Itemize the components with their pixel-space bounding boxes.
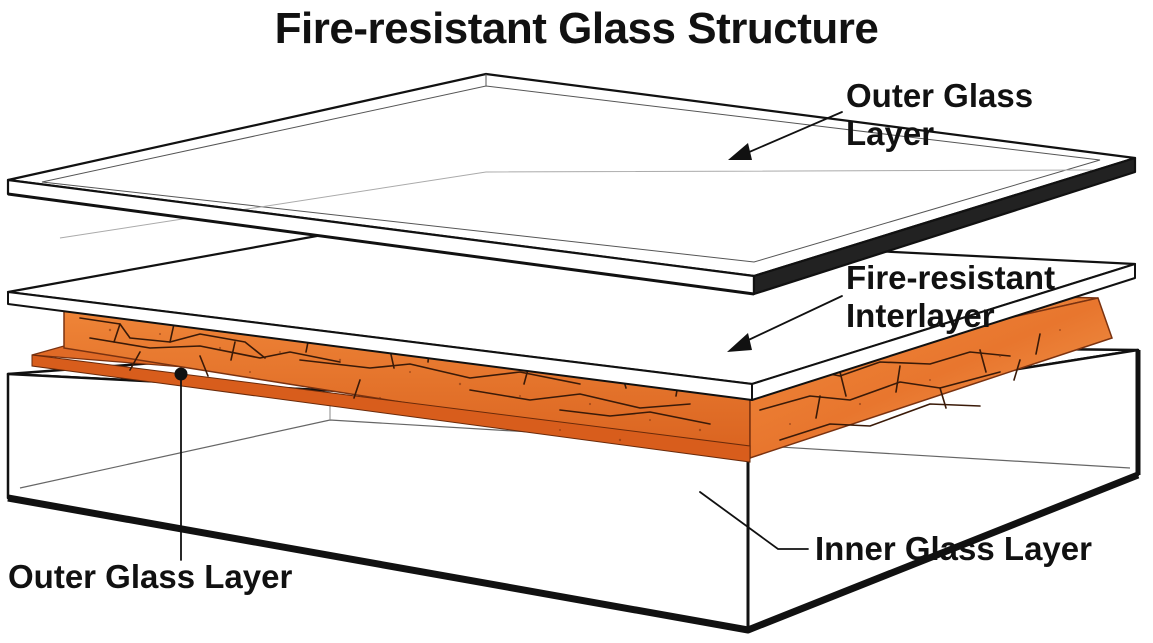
- top-glass-base-line: [7, 192, 755, 296]
- label-interlayer-line1: Fire-resistant: [846, 259, 1056, 296]
- interlayer-speckles: [108, 328, 1061, 442]
- top-glass-right-edge: [752, 156, 1137, 296]
- dot-outer-glass-bottom: [174, 367, 188, 381]
- interlayer-bottom-lip: [31, 354, 751, 463]
- top-glass-inner-bevel: [41, 85, 1101, 263]
- middle-glass-right-edge: [751, 263, 1136, 401]
- leader-interlayer: [739, 295, 843, 345]
- top-glass-sheet: [6, 72, 1137, 296]
- label-outer-glass-bottom: Outer Glass Layer: [8, 558, 293, 595]
- label-outer-glass-top-line1: Outer Glass: [846, 77, 1034, 114]
- label-fire-resistant-interlayer: Fire-resistant Interlayer: [846, 259, 1055, 335]
- arrowhead-interlayer: [727, 333, 752, 352]
- label-outer-glass-top: Outer Glass Layer: [846, 77, 1033, 153]
- label-inner-glass-layer: Inner Glass Layer: [815, 530, 1092, 567]
- arrowhead-outer-glass-top: [728, 143, 752, 160]
- callout-leaders: [180, 111, 843, 561]
- leader-outer-glass-top: [739, 111, 843, 157]
- leader-inner-glass: [699, 491, 809, 550]
- middle-glass-sheet: [6, 224, 1137, 401]
- label-interlayer-line2: Interlayer: [846, 296, 995, 334]
- label-outer-glass-top-line2: Layer: [846, 114, 935, 152]
- diagram-title: Fire-resistant Glass Structure: [274, 4, 879, 53]
